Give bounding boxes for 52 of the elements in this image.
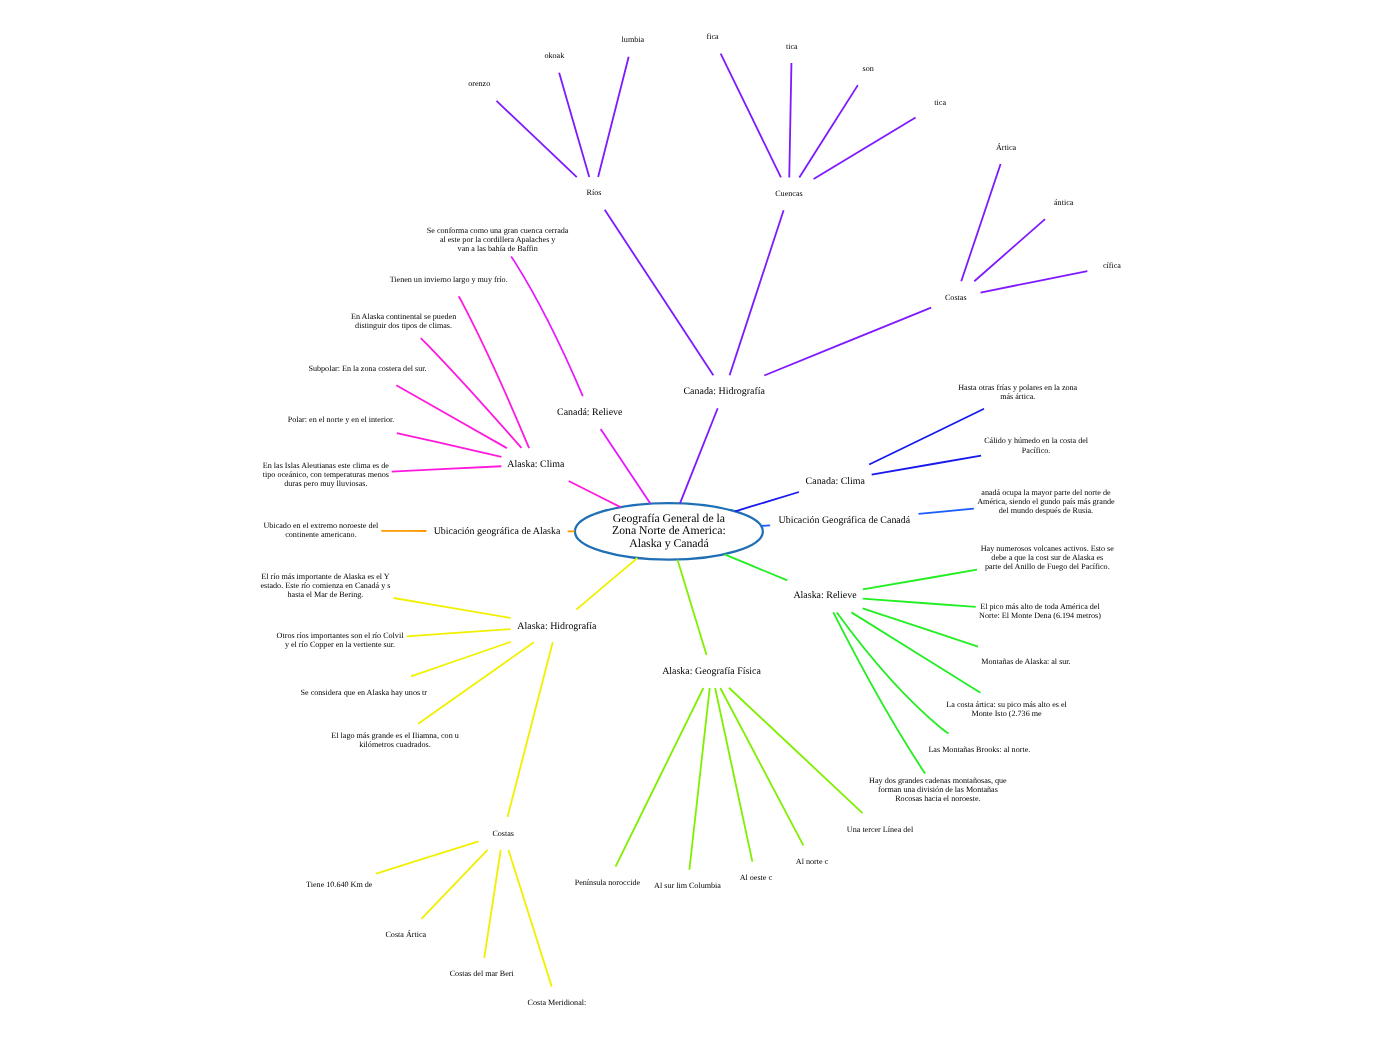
connector bbox=[867, 407, 984, 466]
connector bbox=[811, 116, 916, 180]
connector bbox=[391, 597, 511, 619]
connector bbox=[419, 848, 488, 920]
connector bbox=[916, 507, 974, 515]
connector bbox=[565, 530, 575, 533]
connector bbox=[718, 687, 804, 847]
connector bbox=[722, 553, 788, 582]
connector bbox=[972, 218, 1045, 283]
connector bbox=[759, 524, 771, 527]
connector bbox=[762, 306, 932, 377]
connector bbox=[374, 840, 479, 875]
connector bbox=[416, 641, 534, 725]
connector bbox=[509, 255, 583, 397]
connector bbox=[849, 611, 981, 694]
connector bbox=[727, 686, 863, 815]
connector bbox=[959, 163, 1001, 283]
connector bbox=[602, 208, 714, 377]
connector bbox=[687, 687, 710, 871]
connector bbox=[978, 270, 1088, 294]
connector bbox=[678, 407, 718, 505]
connector bbox=[506, 849, 552, 988]
connector bbox=[718, 52, 781, 179]
connector bbox=[505, 641, 553, 818]
connector bbox=[404, 628, 511, 638]
connector bbox=[418, 337, 522, 449]
connector bbox=[831, 611, 926, 775]
connector bbox=[598, 428, 651, 505]
connector bbox=[494, 99, 577, 178]
connector bbox=[596, 55, 629, 178]
connector bbox=[860, 607, 978, 648]
connector bbox=[787, 62, 792, 179]
connector bbox=[379, 529, 427, 532]
connector bbox=[389, 465, 502, 473]
connector bbox=[613, 687, 704, 868]
connector bbox=[797, 84, 858, 179]
connector bbox=[409, 641, 511, 678]
connector bbox=[713, 687, 753, 863]
connector bbox=[566, 480, 621, 508]
connector bbox=[394, 384, 507, 450]
connector bbox=[394, 432, 502, 458]
connector bbox=[675, 558, 707, 656]
connector bbox=[733, 491, 799, 513]
connector bbox=[869, 454, 981, 476]
connector bbox=[456, 295, 529, 450]
connector bbox=[482, 849, 501, 960]
connector bbox=[860, 597, 976, 608]
connector bbox=[834, 611, 949, 735]
connector bbox=[574, 557, 638, 611]
connector bbox=[727, 209, 784, 377]
connector bbox=[860, 568, 977, 591]
connector bbox=[557, 71, 590, 178]
